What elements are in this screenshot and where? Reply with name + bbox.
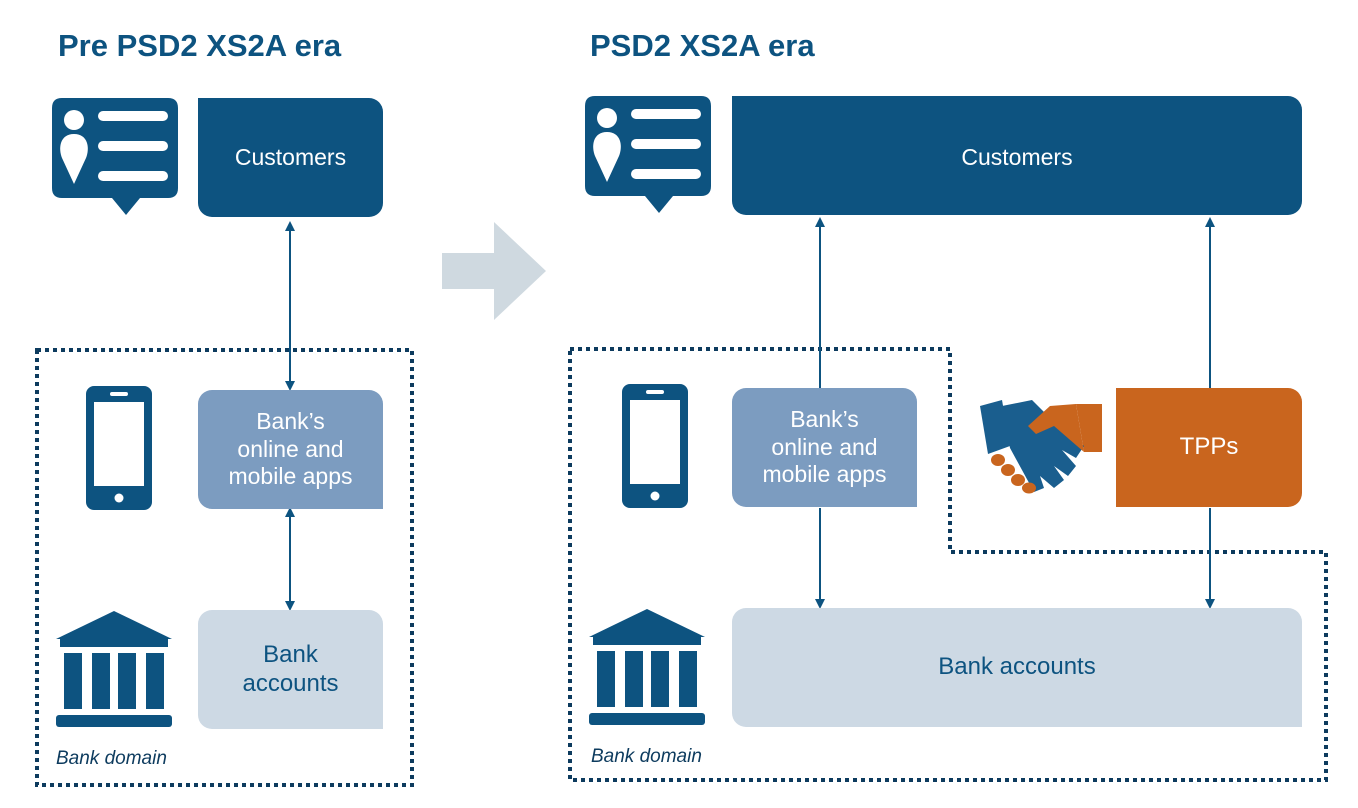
bank-building-icon (56, 611, 172, 727)
left-bank-domain-border (35, 348, 414, 787)
left-bank-domain-label: Bank domain (56, 748, 167, 769)
left-accounts-box: Bank accounts (198, 610, 383, 729)
tpps-label: TPPs (1179, 433, 1239, 461)
left-accounts-line-1: Bank (263, 640, 318, 668)
right-apps-box: Bank’s online and mobile apps (732, 388, 917, 507)
customer-profile-icon (52, 98, 178, 215)
customer-profile-icon (585, 96, 711, 213)
left-apps-box: Bank’s online and mobile apps (198, 390, 383, 509)
right-bank-domain-label: Bank domain (591, 746, 702, 767)
bank-building-icon (589, 609, 705, 725)
handshake-icon (980, 400, 1102, 494)
tpps-box: TPPs (1116, 388, 1302, 507)
left-customers-box: Customers (198, 98, 383, 217)
left-accounts-line-2: accounts (242, 669, 339, 697)
left-title: Pre PSD2 XS2A era (58, 28, 342, 63)
left-apps-line-1: Bank’s (256, 408, 325, 435)
left-apps-line-3: mobile apps (228, 463, 353, 490)
right-apps-line-1: Bank’s (790, 406, 859, 433)
right-bank-domain-border (568, 347, 1328, 782)
left-customers-label: Customers (234, 143, 347, 170)
right-apps-line-3: mobile apps (762, 461, 887, 488)
transition-arrow-icon (442, 222, 546, 320)
smartphone-icon (86, 386, 152, 510)
right-accounts-label: Bank accounts (938, 653, 1096, 681)
right-customers-label: Customers (961, 144, 1073, 170)
smartphone-icon (622, 384, 688, 508)
right-apps-line-2: online and (771, 433, 878, 460)
right-accounts-box: Bank accounts (732, 608, 1302, 727)
right-customers-box: Customers (732, 96, 1302, 215)
right-title: PSD2 XS2A era (590, 28, 815, 63)
left-apps-line-2: online and (237, 435, 344, 462)
